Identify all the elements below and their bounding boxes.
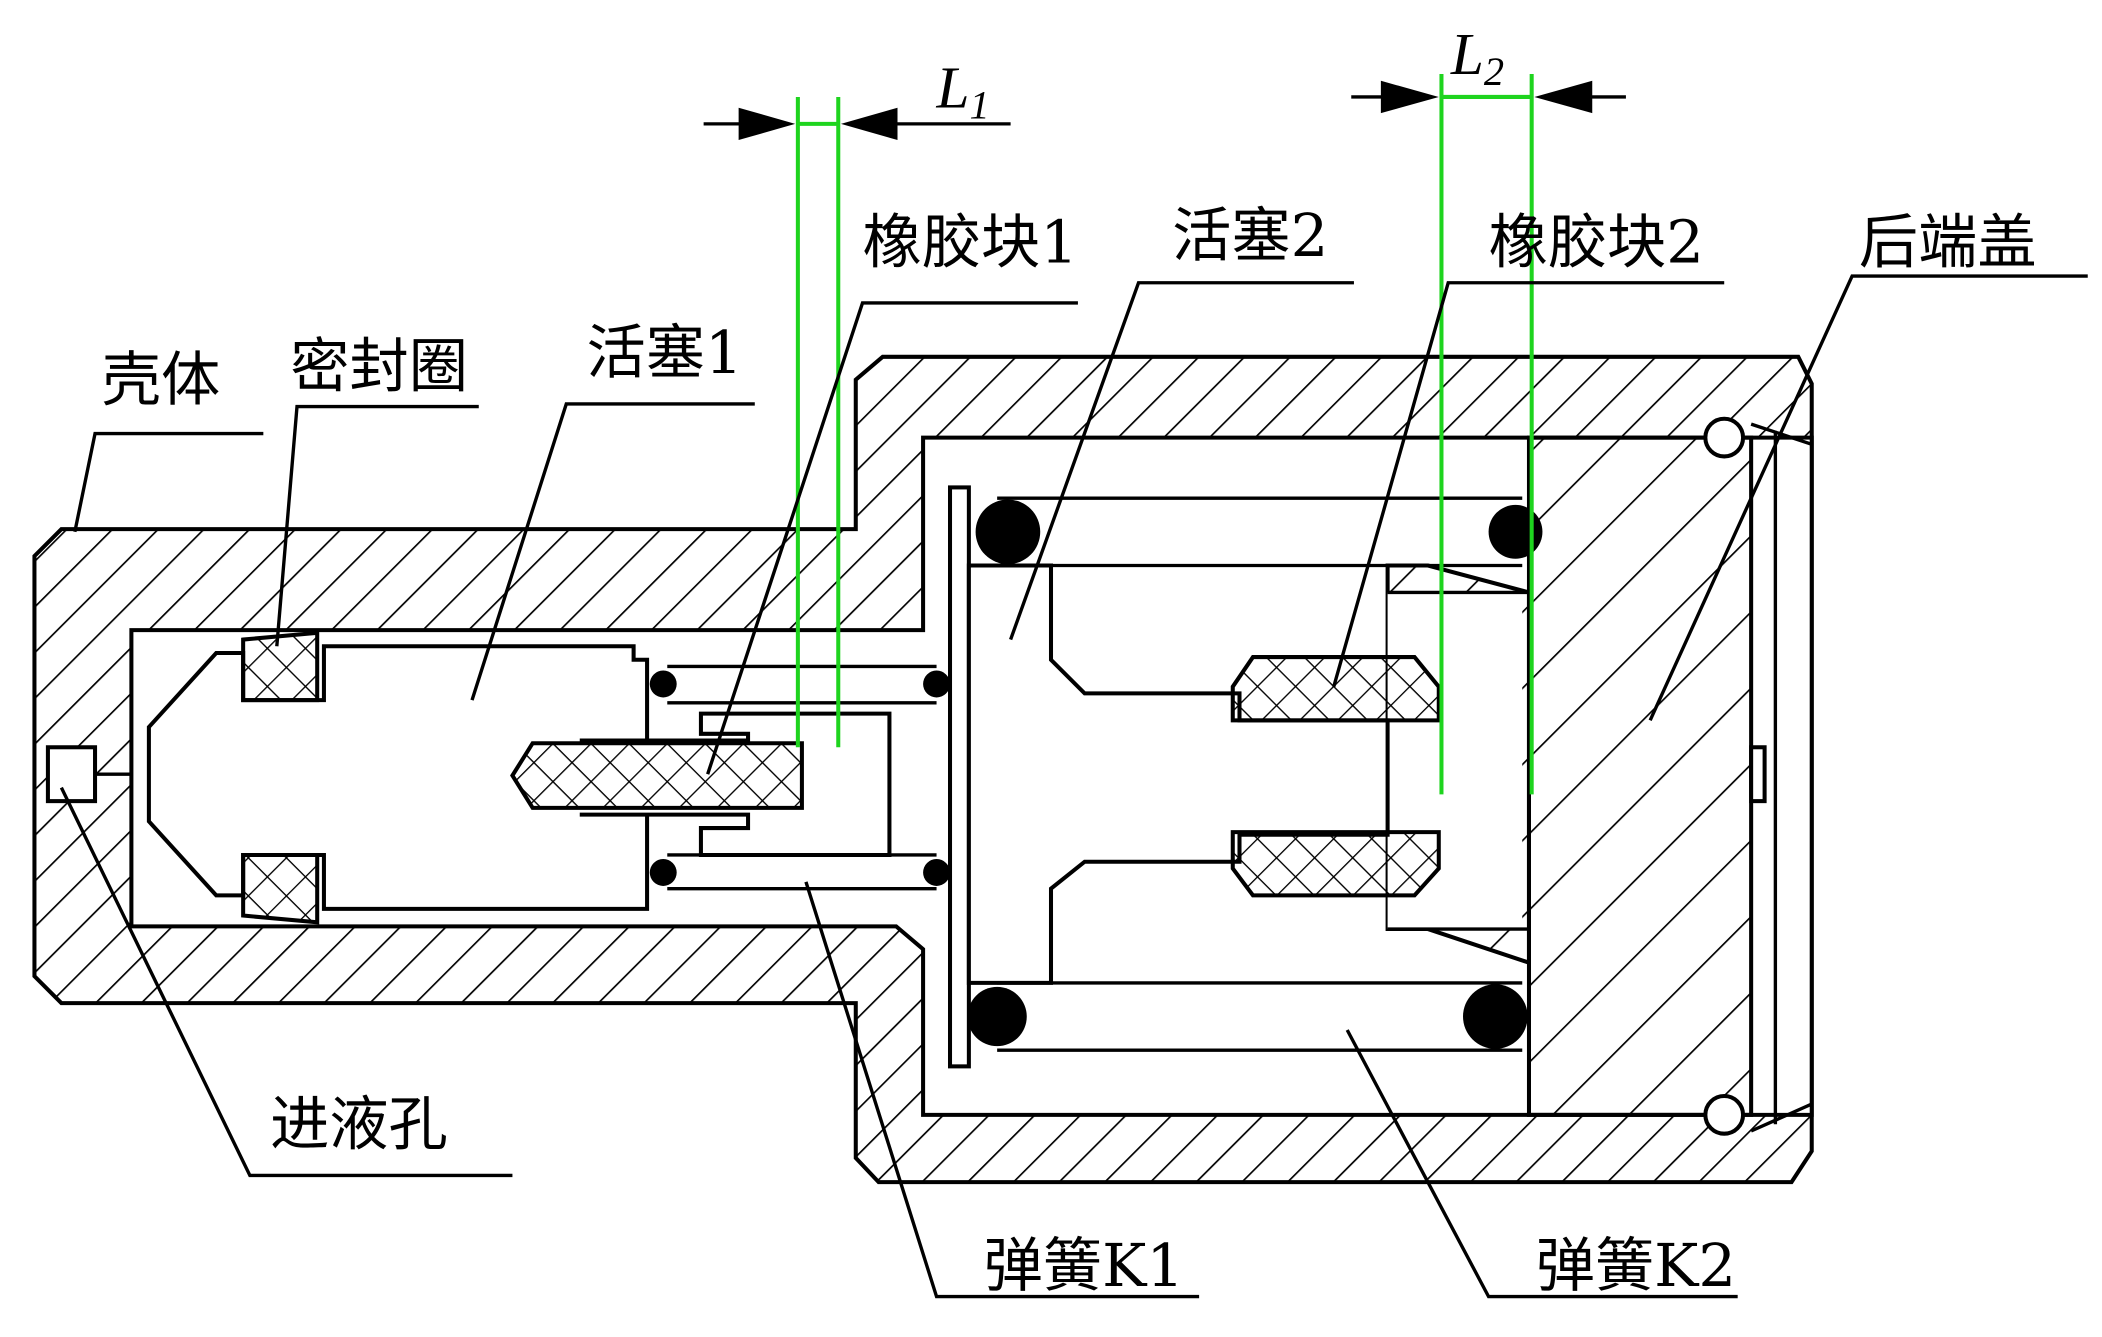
spring-k2 bbox=[967, 496, 1543, 1052]
label-spring-k1: 弹簧K1 bbox=[984, 1231, 1184, 1300]
arrow-left-icon bbox=[1534, 80, 1593, 114]
dimension-lines bbox=[795, 74, 1534, 795]
rubber-block-2 bbox=[1230, 655, 1441, 898]
label-housing: 壳体 bbox=[102, 345, 220, 414]
seal-ring-top bbox=[241, 630, 320, 703]
label-piston-2: 活塞2 bbox=[1172, 201, 1328, 270]
o-ring-top bbox=[1703, 416, 1746, 459]
leader-lines bbox=[59, 274, 2088, 1299]
arrow-right-icon bbox=[1380, 80, 1439, 114]
label-seal-ring: 密封圈 bbox=[290, 331, 468, 400]
arrow-left-icon bbox=[840, 107, 898, 141]
l1-label: L1 bbox=[936, 55, 990, 128]
seal-ring-bottom bbox=[241, 852, 320, 925]
arrow-right-icon bbox=[738, 107, 796, 141]
label-rubber-block-1: 橡胶块1 bbox=[863, 208, 1078, 277]
l2-label: L2 bbox=[1450, 21, 1504, 94]
label-piston-1: 活塞1 bbox=[586, 318, 742, 387]
o-ring-bottom bbox=[1703, 1093, 1746, 1136]
label-inlet-hole: 进液孔 bbox=[270, 1089, 448, 1158]
label-spring-k2: 弹簧K2 bbox=[1536, 1231, 1736, 1300]
dimension-arrows bbox=[703, 80, 1626, 141]
spring-k1 bbox=[649, 664, 951, 891]
label-rear-end-cap: 后端盖 bbox=[1859, 208, 2037, 277]
inlet-hole bbox=[45, 745, 98, 804]
rubber-block-1 bbox=[510, 741, 804, 810]
label-rubber-block-2: 橡胶块2 bbox=[1489, 208, 1704, 277]
